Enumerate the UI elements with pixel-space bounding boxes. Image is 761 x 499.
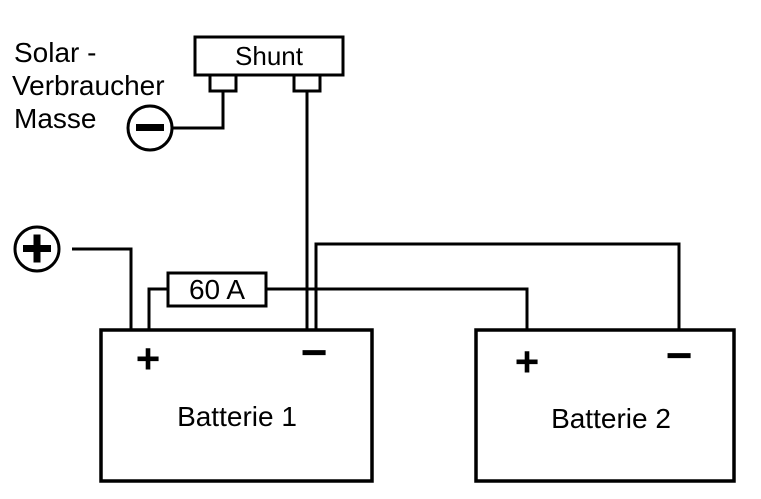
fuse-label: 60 A — [189, 274, 245, 305]
fuse-to-battery2-plus-wire — [266, 287, 529, 330]
shunt-terminal-left — [208, 73, 238, 93]
battery1-label: Batterie 1 — [177, 401, 297, 432]
battery2-plus-sign: + — [515, 338, 540, 385]
ground-label-line3: Masse — [14, 103, 96, 134]
ground-wire — [172, 91, 225, 130]
battery1-plus-sign: + — [136, 335, 161, 382]
battery1-box — [99, 328, 374, 483]
shunt-terminal-right — [292, 73, 322, 93]
battery2-label: Batterie 2 — [551, 403, 671, 434]
ground-label-line2: Verbraucher — [12, 70, 165, 101]
fuse-to-battery1-plus-wire — [147, 287, 168, 330]
battery1-minus-sign: − — [301, 326, 328, 378]
plus-circle-icon — [13, 225, 61, 273]
battery1-minus-to-battery2-minus-wire — [314, 242, 681, 330]
ground-label-line1: Solar - — [14, 37, 96, 68]
shunt-box — [193, 35, 345, 77]
shunt-label: Shunt — [235, 41, 304, 71]
battery2-minus-sign: − — [666, 329, 693, 381]
minus-circle-icon — [126, 104, 174, 152]
battery2-box — [474, 328, 736, 483]
plus-wire — [72, 247, 133, 330]
